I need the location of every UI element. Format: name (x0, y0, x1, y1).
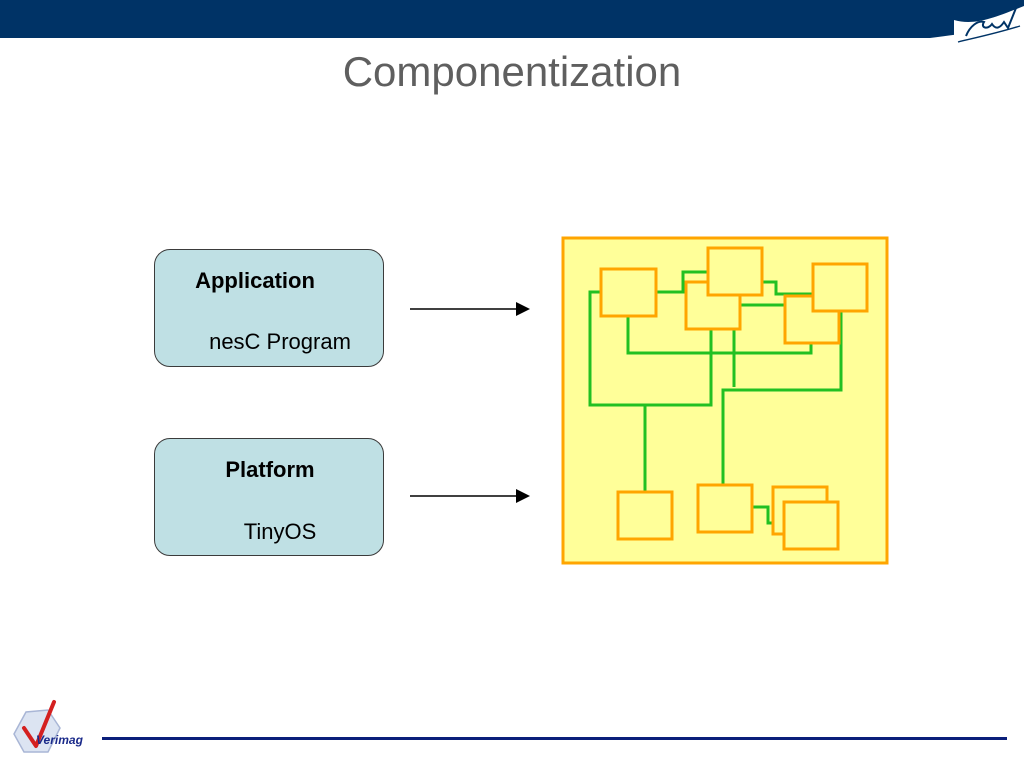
platform-heading: Platform (225, 457, 315, 482)
component-box (616, 490, 674, 541)
application-box: Application nesC Program (154, 249, 384, 367)
component-box (811, 262, 869, 313)
verimag-logo-text: Verimag (36, 733, 84, 747)
application-arrow (410, 302, 530, 316)
component-box (599, 267, 658, 318)
components (599, 246, 869, 551)
page-title: Componentization (342, 48, 682, 95)
platform-box: Platform TinyOS (154, 438, 384, 556)
footer-divider (102, 737, 1007, 740)
verimag-logo: Verimag (13, 700, 84, 753)
sketch-signature-icon (954, 6, 1024, 48)
platform-arrow (410, 489, 530, 503)
application-subtitle: nesC Program (209, 329, 351, 354)
platform-subtitle: TinyOS (243, 519, 317, 544)
application-heading: Application (195, 268, 315, 293)
header-band (0, 0, 1024, 38)
component-box (782, 500, 840, 551)
wires (588, 270, 843, 525)
component-box (696, 483, 754, 534)
component-box (706, 246, 764, 297)
